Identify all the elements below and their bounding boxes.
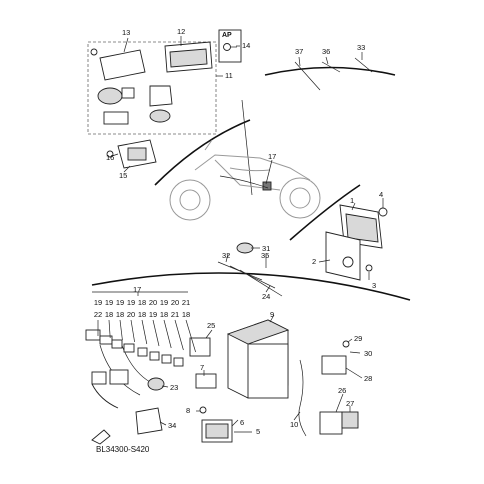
harness-callout-top-1: 19: [94, 298, 102, 307]
callout-33: 33: [357, 43, 365, 52]
callout-34: 34: [168, 421, 176, 430]
main-switch-assembly: [90, 48, 173, 125]
diagram-code: BL34300-S420: [96, 445, 150, 454]
callout-17-top: 17: [268, 152, 276, 161]
harness-callout-tick-3: [119, 319, 123, 341]
harness-callout-bottom-7: 18: [160, 310, 168, 319]
battery-9: [226, 319, 290, 399]
harness-callout-top-3: 19: [116, 298, 124, 307]
harness-callout-top-4: 19: [127, 298, 135, 307]
callout-16: 16: [106, 153, 114, 162]
callout-26: 26: [338, 386, 346, 395]
harness-callout-tick-4: [130, 319, 135, 343]
harness-callout-tick-7: [163, 319, 172, 349]
callout-27: 27: [346, 399, 354, 408]
sensor-28: [321, 340, 350, 375]
module-bracket-1-2-3-4: [325, 204, 388, 281]
callout-11: 11: [225, 71, 233, 80]
harness-callout-bottom-6: 19: [149, 310, 157, 319]
callout-4: 4: [379, 190, 383, 199]
harness-callout-bottom-3: 18: [116, 310, 124, 319]
harness-callout-top-9: 21: [182, 298, 190, 307]
callout-32: 32: [222, 251, 230, 260]
front-arrow-icon: [91, 429, 111, 445]
callout-36: 36: [322, 47, 330, 56]
leader-lines: [111, 36, 384, 433]
section-boundary-upper-left: [154, 119, 251, 186]
bracket-15-16: [106, 139, 157, 169]
callout-10: 10: [290, 420, 298, 429]
callout-28: 28: [364, 374, 372, 383]
harness-callout-bottom-4: 20: [127, 310, 135, 319]
harness-callout-tick-8: [174, 319, 184, 351]
cable-ties-33-36-37: [294, 57, 373, 91]
harness-callout-tick-2: [108, 319, 111, 339]
callout-7: 7: [200, 363, 204, 372]
relay-25: [189, 337, 211, 357]
harness-callout-top-6: 20: [149, 298, 157, 307]
leader-line-tie: [241, 99, 253, 196]
fuse-holder-26-27: [319, 411, 359, 435]
callout-6: 6: [240, 418, 244, 427]
callout-3: 3: [372, 281, 376, 290]
callout-2: 2: [312, 257, 316, 266]
harness-callout-top-5: 18: [138, 298, 146, 307]
callout-5: 5: [256, 427, 260, 436]
section-boundary-right: [289, 184, 361, 241]
harness-callout-top-7: 19: [160, 298, 168, 307]
starter-relay-5: [199, 406, 233, 443]
callout-9: 9: [270, 310, 274, 319]
harness-callout-tick-6: [152, 319, 160, 347]
key-14: [223, 43, 237, 51]
harness-callout-tick-5: [141, 319, 148, 345]
cable-ties-24-32-35: [217, 261, 283, 297]
ap-label: AP: [222, 32, 232, 39]
section-boundary-upper-right: [264, 66, 396, 76]
motorcycle-silhouette: [169, 139, 321, 221]
battery-cable-10: [298, 359, 307, 437]
ecu-unit-12: [164, 41, 213, 73]
grommet-31: [236, 242, 254, 254]
part-23: [147, 377, 165, 391]
callout-14: 14: [242, 41, 250, 50]
callout-35: 35: [261, 251, 269, 260]
callout-25: 25: [207, 321, 215, 330]
callout-labels: 13 12 14 11 16 15 17 37 36 33 4 1 2 3 31…: [106, 27, 383, 436]
callout-31: 31: [262, 244, 270, 253]
callout-29: 29: [354, 334, 362, 343]
harness-callout-bottom-5: 18: [138, 310, 146, 319]
callout-15: 15: [119, 171, 127, 180]
harness-callout-ticks: [97, 319, 196, 353]
harness-callout-bottom-1: 22: [94, 310, 102, 319]
callout-1: 1: [350, 196, 354, 205]
harness-callout-top-8: 20: [171, 298, 179, 307]
harness-callout-top-2: 19: [105, 298, 113, 307]
callout-8: 8: [186, 406, 190, 415]
clamp-34: [135, 407, 163, 435]
wire-harness-17: [85, 291, 188, 409]
harness-callout-tick-9: [185, 319, 196, 353]
callout-37: 37: [295, 47, 303, 56]
callout-17-bottom: 17: [133, 285, 141, 294]
callout-12: 12: [177, 27, 185, 36]
harness-callout-bottom-9: 18: [182, 310, 190, 319]
callout-13: 13: [122, 28, 130, 37]
callout-24: 24: [262, 292, 270, 301]
section-boundary-lower: [91, 272, 411, 301]
callout-30: 30: [364, 349, 372, 358]
harness-callout-bottom-2: 18: [105, 310, 113, 319]
relay-7: [195, 373, 217, 389]
callout-23: 23: [170, 383, 178, 392]
harness-callout-bottom-8: 21: [171, 310, 179, 319]
